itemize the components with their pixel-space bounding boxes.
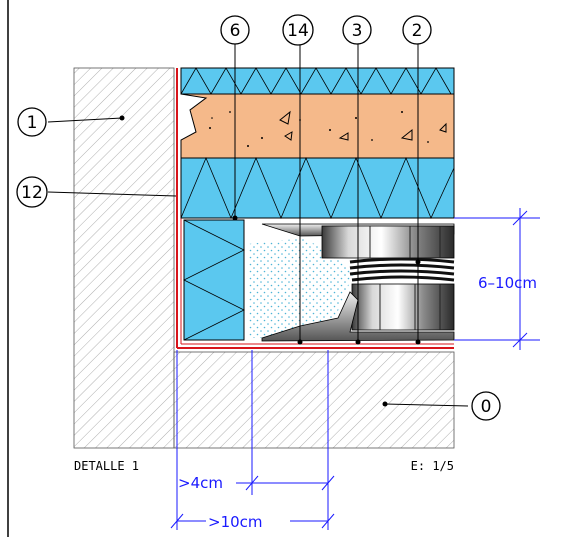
callout-6: 6 bbox=[220, 15, 250, 45]
callout-3-label: 3 bbox=[352, 21, 363, 41]
dimension-gap-10-label: >10cm bbox=[208, 513, 263, 531]
insulation-top-layer bbox=[180, 67, 455, 95]
drawing-scale: E: 1/5 bbox=[411, 459, 454, 473]
dimension-height bbox=[454, 208, 540, 350]
callout-12: 12 bbox=[16, 176, 48, 208]
callout-14-label: 14 bbox=[287, 21, 309, 41]
leader-dots bbox=[119, 115, 421, 407]
callout-6-label: 6 bbox=[230, 21, 241, 41]
callout-14: 14 bbox=[282, 14, 314, 46]
callout-0: 0 bbox=[471, 391, 501, 421]
callout-0-label: 0 bbox=[481, 397, 492, 417]
insulation-side-block bbox=[183, 219, 245, 341]
wall-concrete bbox=[73, 67, 175, 449]
dimension-gap-4-label: >4cm bbox=[178, 474, 223, 492]
granular-fill bbox=[248, 238, 355, 338]
dimension-horizontal bbox=[170, 350, 335, 530]
callout-1-label: 1 bbox=[27, 113, 38, 133]
dimension-height-label: 6–10cm bbox=[478, 274, 537, 292]
callout-1: 1 bbox=[17, 107, 47, 137]
callout-2: 2 bbox=[402, 15, 432, 45]
screed-layer bbox=[180, 93, 455, 159]
drawing-title: DETALLE 1 bbox=[74, 459, 139, 473]
callout-3: 3 bbox=[342, 15, 372, 45]
insulation-main-layer bbox=[180, 156, 455, 220]
slab-concrete bbox=[173, 351, 455, 449]
leader-lines bbox=[47, 44, 469, 407]
callout-12-label: 12 bbox=[21, 183, 43, 203]
callout-2-label: 2 bbox=[412, 21, 423, 41]
